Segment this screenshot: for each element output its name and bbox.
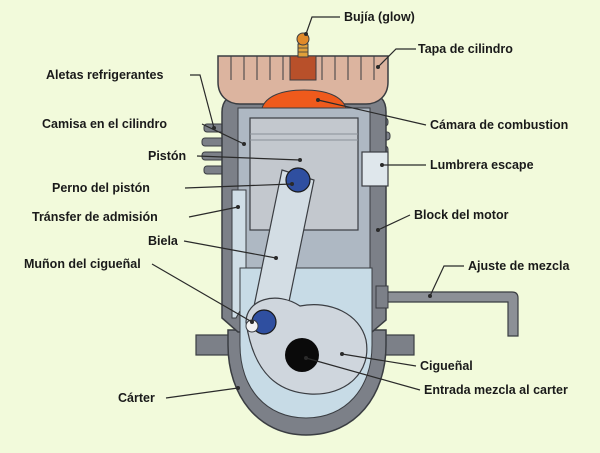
- label-perno: Perno del pistón: [52, 181, 150, 195]
- leader-lines: [151, 16, 464, 399]
- label-munon: Muñon del cigueñal: [24, 257, 141, 271]
- label-transfer: Tránsfer de admisión: [32, 210, 158, 224]
- label-carter: Cárter: [118, 391, 155, 405]
- label-lumbrera: Lumbrera escape: [430, 158, 534, 172]
- labels: Bujía (glow) Tapa de cilindro Aletas ref…: [24, 10, 570, 405]
- label-piston: Pistón: [148, 149, 186, 163]
- label-biela: Biela: [148, 234, 179, 248]
- label-entrada: Entrada mezcla al carter: [424, 383, 568, 397]
- label-ciguenal: Cigueñal: [420, 359, 473, 373]
- combustion-chamber: [261, 89, 347, 109]
- label-camisa: Camisa en el cilindro: [42, 117, 167, 131]
- crankshaft-bore: [285, 338, 319, 372]
- label-block: Block del motor: [414, 208, 509, 222]
- piston-pin: [285, 167, 311, 193]
- label-aletas: Aletas refrigerantes: [46, 68, 163, 82]
- label-bujia: Bujía (glow): [344, 10, 415, 24]
- engine-drawing: [195, 32, 519, 436]
- label-tapa: Tapa de cilindro: [418, 42, 513, 56]
- label-ajuste: Ajuste de mezcla: [468, 259, 570, 273]
- head-fins: [230, 56, 375, 80]
- label-camara: Cámara de combustion: [430, 118, 568, 132]
- exhaust-port: [361, 151, 389, 187]
- mixture-tube: [385, 291, 519, 337]
